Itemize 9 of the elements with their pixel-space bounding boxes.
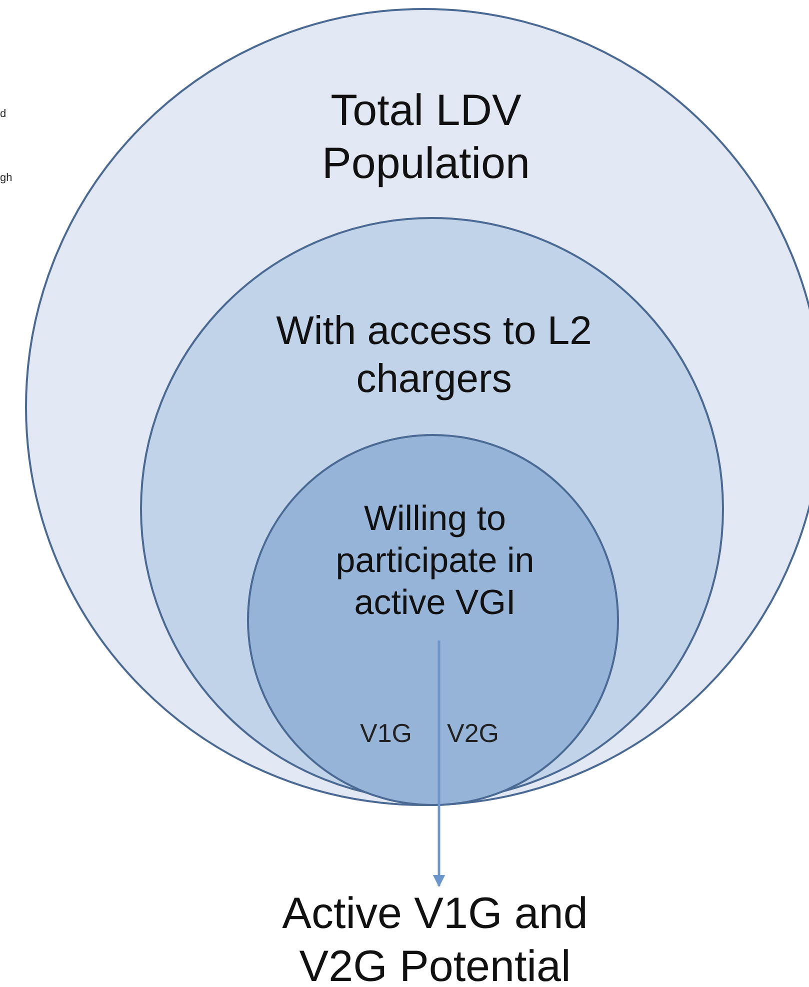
circle-label: Willing to participate in active VGI (334, 498, 536, 624)
arrow (432, 640, 446, 888)
inner-label: V1G (360, 718, 412, 749)
outcome-text: Active V1G and V2G Potential (245, 888, 625, 987)
circle-label: Total LDV Population (321, 85, 531, 190)
inner-label: V2G (447, 718, 500, 749)
cut-off-text: d (0, 108, 6, 120)
circle-label: With access to L2 chargers (275, 308, 593, 403)
cut-off-text: gh (0, 172, 12, 184)
